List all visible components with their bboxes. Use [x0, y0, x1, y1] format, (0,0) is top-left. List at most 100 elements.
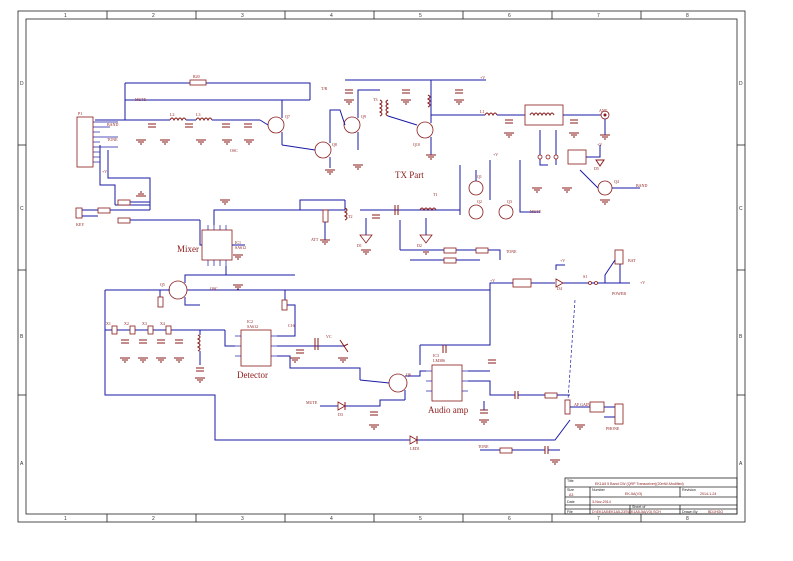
tx-part-label: TX Part	[395, 170, 424, 180]
drawn-value: BD1HGO	[708, 510, 723, 514]
bfo-oscillator	[104, 274, 400, 441]
net-osc2-label: OSC	[210, 286, 218, 291]
part-x4-label: X4	[160, 321, 165, 326]
part-q2-label: Q2	[477, 199, 482, 204]
detector-label: Detector	[237, 370, 268, 380]
part-t2-label: T2	[348, 214, 352, 219]
col-label-2: 2	[152, 13, 155, 19]
part-q4-label: Q4	[614, 179, 619, 184]
col-label-5-bottom: 5	[419, 516, 422, 522]
part-q6-label: Q6	[406, 372, 411, 377]
row-label-a: A	[20, 461, 24, 467]
net-mute2-label: MUTE	[306, 400, 318, 405]
net-vplus-bat-label: +V	[560, 258, 565, 263]
title-label: Title	[567, 479, 574, 483]
net-vplus-top-label: +V	[480, 75, 485, 80]
row-label-d: D	[20, 81, 24, 87]
size-value: A3	[569, 493, 573, 497]
net-band2-label: BAND	[636, 183, 647, 188]
part-d2-label: D2	[417, 243, 422, 248]
col-label-1: 1	[64, 13, 67, 19]
audio-amp-block	[320, 283, 624, 465]
tx-section	[95, 79, 640, 220]
part-d1-label: D1	[357, 243, 362, 248]
row-label-c: C	[20, 206, 24, 212]
col-label-8-bottom: 8	[686, 516, 689, 522]
col-label-2-bottom: 2	[152, 516, 155, 522]
connector-p1	[76, 116, 151, 210]
col-label-5: 5	[419, 13, 422, 19]
mixer-label: Mixer	[177, 244, 199, 254]
part-led1-label: LED1	[410, 446, 420, 451]
part-vc-label: VC	[326, 334, 332, 339]
part-x2-label: X2	[124, 321, 129, 326]
net-bat-label: BAT	[628, 258, 636, 263]
part-d3-label: D3	[338, 412, 343, 417]
part-l2-label: L2	[170, 112, 174, 117]
col-label-1-bottom: 1	[64, 516, 67, 522]
net-tone3-label: TONE	[506, 249, 517, 254]
part-q5-label: Q5	[160, 282, 165, 287]
part-ic3-type-label: LM386	[433, 358, 445, 363]
part-q3-label: Q3	[507, 199, 512, 204]
title-value: EK1A5 5 Band CW (QRP Transceiver)(20mW-M…	[595, 482, 684, 486]
file-label: File	[567, 510, 573, 514]
row-label-a-right: A	[739, 461, 743, 467]
audio-amp-label: Audio amp	[428, 405, 469, 415]
part-r20-label: R20	[193, 74, 200, 79]
net-att-label: ATT	[311, 237, 319, 242]
file-value: D:\EK1A5\EK1A5-23S\EK1A5-5A(V3).SCH	[592, 510, 661, 514]
net-tr-label: T/R	[321, 86, 328, 91]
key-jack	[75, 191, 200, 224]
row-label-b: B	[20, 334, 24, 340]
part-x3-label: X3	[142, 321, 147, 326]
col-label-4-bottom: 4	[330, 516, 333, 522]
revision-label: Revision	[682, 488, 696, 492]
part-s1-label: S1	[583, 274, 587, 279]
number-value: EK-5A(V3)	[625, 492, 642, 496]
rx-frontend	[300, 200, 501, 264]
net-power-label: POWER	[612, 291, 626, 296]
part-x1-label: X1	[106, 321, 111, 326]
col-label-7: 7	[597, 13, 600, 19]
part-d5-label: D5	[594, 166, 599, 171]
col-label-8: 8	[686, 13, 689, 19]
part-l3-label: L3	[196, 112, 200, 117]
part-p1-label: P1	[78, 111, 82, 116]
part-t3-label: T3	[373, 97, 377, 102]
col-label-6: 6	[508, 13, 511, 19]
net-vplus-power-label: +V	[640, 280, 645, 285]
part-q10-label: Q10	[413, 142, 420, 147]
sheet-label: Sheet of	[632, 505, 645, 509]
part-c16-label: C16	[288, 323, 295, 328]
net-af-gain-label: AF GAIN	[574, 402, 590, 407]
net-ant-label: ANT	[599, 108, 608, 113]
net-phone-label: PHONE	[606, 426, 620, 431]
part-ic3-label: IC3	[433, 353, 439, 358]
net-osc-label: OSC	[230, 148, 238, 153]
part-q9-label: Q9	[361, 114, 366, 119]
detector-block	[224, 290, 361, 380]
date-label: Date	[567, 500, 575, 504]
part-ic1-type-label: SA612	[235, 245, 246, 250]
row-label-d-right: D	[739, 81, 743, 87]
net-key-label: KEY	[76, 222, 84, 227]
col-label-4: 4	[330, 13, 333, 19]
part-q8-label: Q8	[332, 142, 337, 147]
net-tone2-label: TONE	[478, 444, 489, 449]
net-vplus-mid-label: +V	[490, 278, 495, 283]
part-q1-label: Q1	[477, 174, 482, 179]
drawn-label: Drawn By	[682, 510, 698, 514]
net-vplus-relay-label: +V	[597, 142, 602, 147]
net-mute3-label: MUTE	[530, 209, 542, 214]
row-label-c-right: C	[739, 206, 743, 212]
part-d4-label: D4	[557, 286, 562, 291]
net-mute-label: MUTE	[135, 97, 147, 102]
date-value: 3-Nov-2014	[592, 500, 611, 504]
part-l1-label: L1	[480, 109, 484, 114]
net-band-label: BAND	[107, 122, 118, 127]
col-label-3-bottom: 3	[241, 516, 244, 522]
col-label-6-bottom: 6	[508, 516, 511, 522]
part-ic1-label: IC1	[235, 240, 241, 245]
